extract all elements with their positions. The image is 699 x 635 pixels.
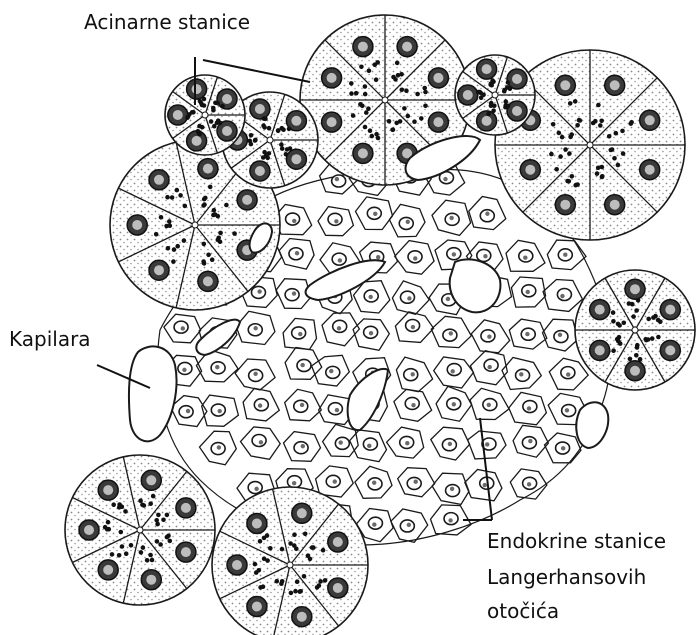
capillary-center — [450, 259, 501, 312]
acinus — [165, 75, 245, 155]
acinus — [65, 455, 215, 605]
label-endocrine-line2: Langerhansovih — [487, 565, 646, 590]
acinus — [575, 270, 695, 390]
label-acinar-cells: Acinarne stanice — [84, 10, 250, 35]
capillary-right — [576, 402, 608, 448]
label-capillary: Kapilara — [9, 327, 91, 352]
label-endocrine-line1: Endokrine stanice — [487, 529, 666, 554]
label-endocrine-line3: otočića — [487, 599, 559, 624]
acinus — [212, 487, 368, 635]
acinus — [455, 55, 535, 135]
